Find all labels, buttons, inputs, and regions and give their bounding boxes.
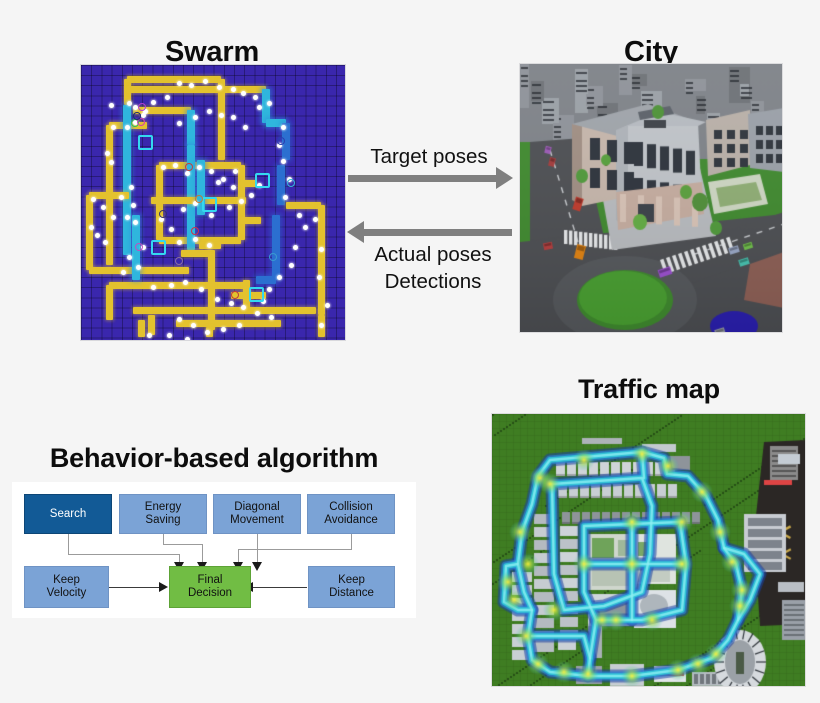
edge-diagonal-v1 (257, 533, 258, 564)
city-render-canvas (520, 64, 782, 332)
page-title-traffic-map: Traffic map (578, 374, 720, 404)
algorithm-node-keep-distance[interactable]: Keep Distance (308, 566, 395, 608)
edge-collision-h (238, 549, 352, 550)
edge-search-v1 (68, 533, 69, 555)
algorithm-node-keep-velocity-label-line2: Velocity (46, 587, 87, 599)
arrow-shaft-left (364, 229, 512, 236)
algorithm-node-search-label: Search (49, 507, 87, 520)
edge-collision-v1 (351, 533, 352, 550)
edge-energy-v2 (202, 544, 203, 564)
algorithm-node-collision-avoidance[interactable]: Collision Avoidance (307, 494, 395, 534)
algorithm-node-keep-distance-label-line2: Distance (329, 587, 374, 599)
arrow-head-left (347, 221, 364, 243)
edge-search-v2 (179, 554, 180, 564)
arrow-head-right (496, 167, 513, 189)
algorithm-node-final-decision-label-line2: Decision (187, 587, 233, 599)
algorithm-node-diagonal-movement[interactable]: Diagonal Movement (213, 494, 301, 534)
algorithm-node-search[interactable]: Search (24, 494, 112, 534)
edge-energy-h (163, 544, 203, 545)
algorithm-node-final-decision-label-line1: Final (197, 574, 223, 586)
swarm-agent-markers (81, 65, 345, 340)
algorithm-node-collision-avoidance-label-line1: Collision (329, 501, 373, 513)
page-title-behavior-based-algorithm: Behavior-based algorithm (49, 443, 379, 473)
algorithm-node-keep-distance-label-line1: Keep (338, 574, 365, 586)
edge-energy-v1 (163, 533, 164, 545)
arrow-shaft-right (348, 175, 496, 182)
traffic-heatmap-canvas (492, 414, 805, 686)
edge-keep-distance-h (251, 587, 307, 588)
algorithm-node-final-decision[interactable]: Final Decision (169, 566, 251, 608)
arrow-label-actual-poses: Actual poses (374, 243, 492, 266)
page-title-swarm: Swarm (164, 36, 260, 68)
edge-collision-v2 (238, 549, 239, 564)
traffic-map-image (491, 413, 806, 687)
algorithm-node-energy-saving-label-line1: Energy (144, 501, 182, 513)
algorithm-node-diagonal-movement-label-line1: Diagonal (234, 501, 280, 513)
city-simulation-image (519, 63, 783, 333)
algorithm-node-keep-velocity[interactable]: Keep Velocity (24, 566, 109, 608)
edge-keep-velocity-arrowhead (159, 582, 168, 592)
behavior-algorithm-diagram: Search Energy Saving Diagonal Movement C… (12, 482, 416, 618)
arrow-label-detections: Detections (384, 270, 482, 293)
edge-search-h (68, 554, 180, 555)
algorithm-node-diagonal-movement-label-line2: Movement (230, 514, 284, 526)
edge-diagonal-arrowhead (252, 562, 262, 571)
algorithm-node-energy-saving-label-line2: Saving (145, 514, 181, 526)
algorithm-node-keep-velocity-label-line1: Keep (53, 574, 80, 586)
algorithm-node-collision-avoidance-label-line2: Avoidance (324, 514, 378, 526)
algorithm-node-energy-saving[interactable]: Energy Saving (119, 494, 207, 534)
arrow-label-target-poses: Target poses (370, 145, 488, 168)
edge-keep-velocity-h (109, 587, 161, 588)
page-title-city: City (624, 36, 678, 68)
swarm-simulation-image (80, 64, 346, 341)
